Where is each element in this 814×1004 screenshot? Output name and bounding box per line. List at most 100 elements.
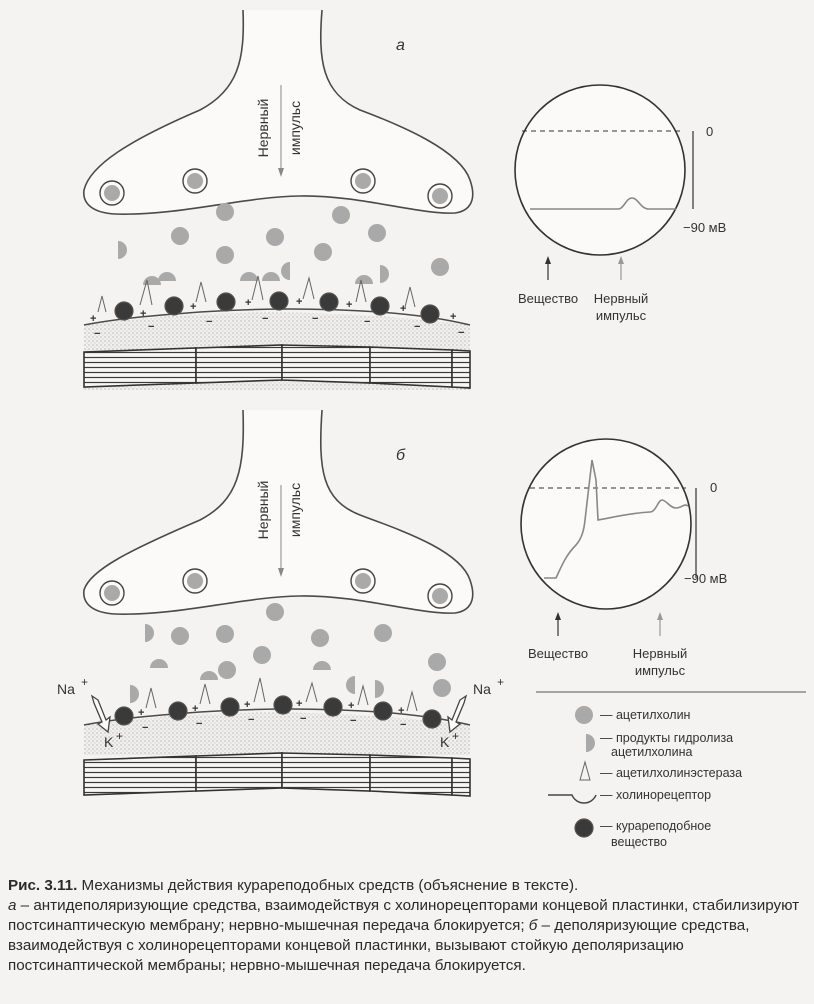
curare-molecule [373, 701, 393, 721]
esterase-marker [251, 275, 264, 301]
charge-minus: − [300, 713, 306, 725]
charge-plus: + [296, 296, 302, 308]
oscilloscope-b: 0 −90 мВ Вещество Нервный импульс [520, 438, 727, 678]
nerve-label-1-b: Нервный [255, 481, 271, 540]
vesicle [99, 580, 125, 606]
na-charge-left: + [81, 675, 88, 689]
ion-flux-right [447, 694, 468, 734]
legend-hydrolysis-icon [586, 734, 595, 752]
charge-plus: + [90, 313, 96, 325]
acetylcholine-molecule [266, 228, 284, 246]
figure-caption: Рис. 3.11. Механизмы действия курареподо… [8, 876, 808, 976]
acetylcholine-molecule [374, 624, 392, 642]
legend-curare-1: — курареподобное [600, 819, 711, 833]
caption-number: Рис. 3.11. [8, 877, 78, 894]
nerve-label-1-a: Нервный [255, 99, 271, 158]
impulse-label-1: Нервный [594, 291, 649, 306]
acetylcholine-molecule [368, 224, 386, 242]
k-charge-left: + [116, 729, 123, 743]
acetylcholine-molecule [171, 227, 189, 245]
vesicle-acetylcholine [355, 573, 371, 589]
legend-receptor: — холинорецептор [600, 788, 711, 802]
k-label-right: K [440, 734, 450, 750]
na-label-right: Na [473, 681, 491, 697]
acetylcholine-molecule [216, 203, 234, 221]
legend-receptor-icon [548, 794, 597, 804]
hydrolysis-product [240, 272, 258, 281]
scope-screen [520, 438, 692, 610]
acetylcholine-molecule [216, 625, 234, 643]
curare-molecule [370, 296, 390, 316]
legend-curare-icon [574, 818, 594, 838]
esterase-marker [139, 279, 153, 306]
vesicles-a [99, 168, 453, 209]
hydrolysis-product [355, 275, 373, 284]
acetylcholine-molecule [431, 258, 449, 276]
caption-body: а – антидеполяризующие средства, взаимод… [8, 896, 808, 976]
esterase-marker [199, 683, 211, 705]
legend-curare-2: вещество [611, 835, 667, 849]
vesicle-acetylcholine [104, 185, 120, 201]
legend-acetylcholine: — ацетилхолин [600, 708, 691, 722]
vesicle [427, 583, 453, 609]
vesicle [99, 180, 125, 206]
esterase-marker [404, 286, 416, 308]
impulse-marker-arrowhead [657, 612, 663, 620]
nerve-label-2-a: импульс [287, 101, 303, 155]
k-label-left: K [104, 734, 114, 750]
hydrolysis-product [262, 272, 280, 281]
substance-arrowhead [545, 256, 551, 264]
k-charge-right: + [452, 729, 459, 743]
curare-molecule [164, 296, 184, 316]
substance-label: Вещество [518, 291, 578, 306]
caption-b-text: – деполяризующие средства, взаимодейству… [8, 917, 750, 974]
legend-hydrolysis-2: ацетилхолина [611, 745, 692, 759]
substance-arrowhead [555, 612, 561, 620]
impulse-label-2: импульс [635, 663, 686, 678]
nerve-terminal-b [83, 409, 474, 615]
vesicle-acetylcholine [355, 173, 371, 189]
charge-minus: − [248, 714, 254, 726]
charge-plus: + [400, 303, 406, 315]
cleft-molecules-a [118, 203, 449, 285]
muscle-fiber [195, 752, 283, 792]
impulse-label-1: Нервный [633, 646, 688, 661]
cleft-molecules-b [130, 603, 451, 703]
charge-plus: + [190, 301, 196, 313]
scale-zero: 0 [706, 124, 713, 139]
vesicle [182, 568, 208, 594]
scale-bottom: −90 мВ [683, 220, 726, 235]
charge-minus: − [206, 316, 212, 328]
caption-a-letter: а [8, 897, 17, 914]
acetylcholine-molecule [314, 243, 332, 261]
postsynaptic-region [84, 712, 470, 755]
caption-b-letter: б [528, 917, 538, 934]
curare-molecule [422, 709, 442, 729]
impulse-arrowhead-b [278, 568, 284, 577]
curare-molecule [220, 697, 240, 717]
charge-plus: + [296, 698, 302, 710]
impulse-arrowhead-a [278, 168, 284, 177]
charge-minus: − [364, 316, 370, 328]
muscle-fibers-a [83, 344, 471, 389]
vesicles-b [99, 568, 453, 609]
scale-zero: 0 [710, 480, 717, 495]
curare-molecule [420, 304, 440, 324]
muscle-fiber [451, 349, 471, 389]
hydrolysis-product [313, 661, 331, 670]
figure-canvas: Нервный импульс а [57, 9, 806, 849]
panel-b: Нервный импульс б [57, 409, 727, 797]
hydrolysis-product [158, 272, 176, 281]
charge-plus: + [245, 297, 251, 309]
vesicle-acetylcholine [104, 585, 120, 601]
vesicle [350, 168, 376, 194]
acetylcholine-molecule [311, 629, 329, 647]
charge-minus: − [414, 321, 420, 333]
panel-letter-b: б [396, 447, 406, 464]
charge-minus: − [262, 313, 268, 325]
curare-molecule [114, 706, 134, 726]
oscilloscope-a: 0 −90 мВ Вещество Нервный импульс [514, 84, 726, 323]
legend-esterase: — ацетилхолинэстераза [600, 766, 742, 780]
endplate-a: + + + + + + + + − − − − − − − − [83, 275, 471, 390]
curare-molecule [323, 697, 343, 717]
